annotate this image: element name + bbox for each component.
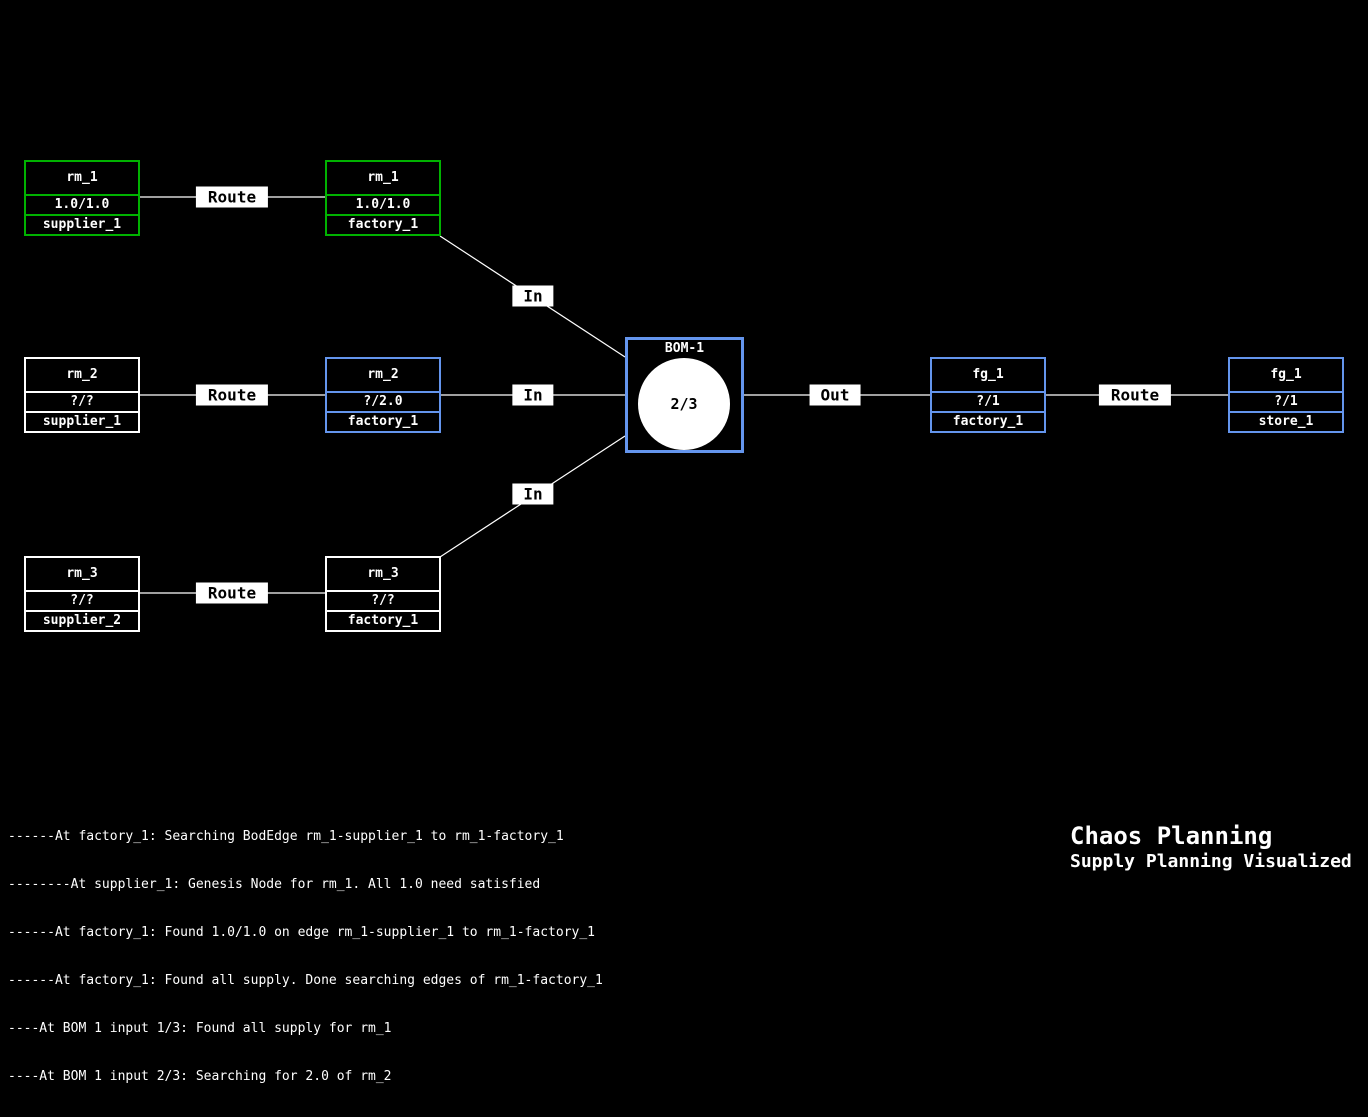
node-title: rm_2 xyxy=(66,367,98,382)
page-title: Chaos Planning xyxy=(1070,822,1273,850)
page-subtitle: Supply Planning Visualized xyxy=(1070,851,1352,872)
log-line: ----At BOM 1 input 1/3: Found all supply… xyxy=(8,1021,392,1036)
bom-title: BOM-1 xyxy=(664,341,705,356)
edge-label-in-rm2: In xyxy=(512,384,554,406)
node-rm-2-supplier-1: rm_2 ?/? supplier_1 xyxy=(24,357,140,433)
edge-label-route-rm3: Route xyxy=(195,582,269,604)
node-location: factory_1 xyxy=(327,214,439,234)
node-qty: ?/1 xyxy=(932,391,1044,411)
node-fg-1-factory-1: fg_1 ?/1 factory_1 xyxy=(930,357,1046,433)
log-line: ------At factory_1: Searching BodEdge rm… xyxy=(8,829,564,844)
node-bom-1: BOM-1 2/3 xyxy=(625,337,744,453)
bom-progress: 2/3 xyxy=(670,395,698,413)
diagram-canvas: rm_1 1.0/1.0 supplier_1 rm_1 1.0/1.0 fac… xyxy=(8,160,1352,1084)
node-rm-3-supplier-2: rm_3 ?/? supplier_2 xyxy=(24,556,140,632)
node-rm-2-factory-1: rm_2 ?/2.0 factory_1 xyxy=(325,357,441,433)
node-fg-1-store-1: fg_1 ?/1 store_1 xyxy=(1228,357,1344,433)
node-title: rm_3 xyxy=(66,566,98,581)
node-location: store_1 xyxy=(1230,411,1342,431)
node-location: factory_1 xyxy=(932,411,1044,431)
node-title: rm_1 xyxy=(367,170,399,185)
edges-svg xyxy=(140,196,1228,594)
log-line: ------At factory_1: Found 1.0/1.0 on edg… xyxy=(8,925,595,940)
node-location: supplier_2 xyxy=(26,610,138,630)
log-line: ----At BOM 1 input 2/3: Searching for 2.… xyxy=(8,1069,392,1084)
brand: Chaos Planning Supply Planning Visualize… xyxy=(1070,822,1352,873)
edge-label-route-rm2: Route xyxy=(195,384,269,406)
edge-label-out-bom: Out xyxy=(809,384,861,406)
node-qty: ?/? xyxy=(26,391,138,411)
node-title: fg_1 xyxy=(972,367,1004,382)
edge-label-in-rm3: In xyxy=(512,483,554,505)
log-line: --------At supplier_1: Genesis Node for … xyxy=(8,877,541,892)
node-qty: ?/? xyxy=(327,590,439,610)
node-title: rm_3 xyxy=(367,566,399,581)
bom-progress-circle: 2/3 xyxy=(638,358,730,450)
node-title: fg_1 xyxy=(1270,367,1302,382)
node-qty: 1.0/1.0 xyxy=(327,194,439,214)
node-qty: ?/1 xyxy=(1230,391,1342,411)
node-location: supplier_1 xyxy=(26,214,138,234)
node-qty: ?/? xyxy=(26,590,138,610)
node-title: rm_1 xyxy=(66,170,98,185)
node-location: factory_1 xyxy=(327,610,439,630)
node-location: supplier_1 xyxy=(26,411,138,431)
edge-label-route-rm1: Route xyxy=(195,186,269,208)
node-location: factory_1 xyxy=(327,411,439,431)
log-panel: ------At factory_1: Searching BodEdge rm… xyxy=(8,797,603,1117)
node-rm-1-factory-1: rm_1 1.0/1.0 factory_1 xyxy=(325,160,441,236)
edge-label-in-rm1: In xyxy=(512,285,554,307)
node-title: rm_2 xyxy=(367,367,399,382)
edge-label-route-fg1: Route xyxy=(1098,384,1172,406)
node-qty: 1.0/1.0 xyxy=(26,194,138,214)
node-rm-3-factory-1: rm_3 ?/? factory_1 xyxy=(325,556,441,632)
log-line: ------At factory_1: Found all supply. Do… xyxy=(8,973,603,988)
node-rm-1-supplier-1: rm_1 1.0/1.0 supplier_1 xyxy=(24,160,140,236)
node-qty: ?/2.0 xyxy=(327,391,439,411)
